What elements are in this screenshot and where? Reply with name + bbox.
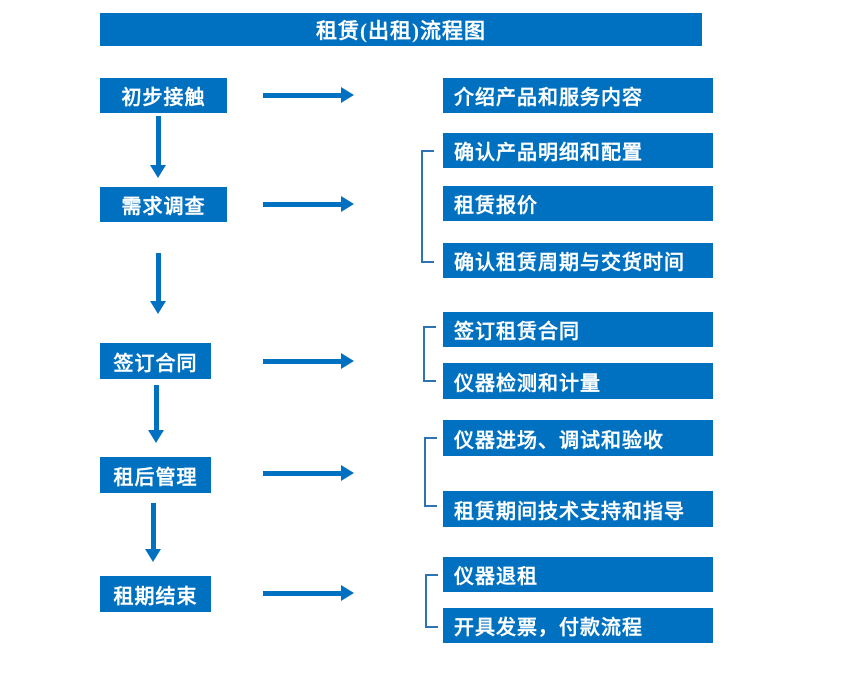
bracket-post-rental-group — [424, 437, 437, 507]
detail-instrument-testing-calibration: 仪器检测和计量 — [443, 363, 713, 399]
detail-confirm-rental-period-delivery: 确认租赁周期与交货时间 — [443, 243, 713, 278]
arrow-down-3-head — [148, 430, 164, 443]
arrow-right-5 — [263, 585, 354, 601]
arrow-right-4-head — [341, 465, 354, 481]
arrow-right-3 — [263, 353, 354, 369]
bracket-rental-end-group — [425, 574, 438, 628]
detail-invoice-payment-process: 开具发票，付款流程 — [443, 608, 713, 643]
detail-instrument-return: 仪器退租 — [443, 557, 713, 592]
detail-rental-tech-support-guidance: 租赁期间技术支持和指导 — [443, 491, 713, 527]
arrow-right-5-stem — [263, 590, 342, 596]
arrow-right-1-stem — [263, 92, 342, 98]
step-rental-period-end: 租期结束 — [100, 576, 211, 612]
arrow-right-1-head — [341, 87, 354, 103]
arrow-down-3-stem — [153, 385, 159, 431]
arrow-down-4-head — [145, 549, 161, 562]
arrow-right-1 — [263, 87, 354, 103]
arrow-down-2-head — [150, 301, 166, 314]
arrow-down-4 — [145, 503, 161, 562]
flowchart-title: 租赁(出租)流程图 — [100, 13, 702, 46]
arrow-right-5-head — [341, 585, 354, 601]
arrow-down-4-stem — [150, 503, 156, 550]
arrow-down-3 — [148, 385, 164, 443]
arrow-down-1 — [150, 116, 166, 178]
arrow-right-4-stem — [263, 470, 342, 476]
detail-introduce-products-services: 介绍产品和服务内容 — [443, 78, 713, 113]
arrow-down-2-stem — [155, 253, 161, 302]
arrow-right-4 — [263, 465, 354, 481]
step-initial-contact: 初步接触 — [100, 78, 227, 113]
detail-sign-rental-contract: 签订租赁合同 — [443, 312, 713, 347]
step-sign-contract: 签订合同 — [100, 343, 211, 379]
arrow-down-1-stem — [155, 116, 161, 166]
bracket-demand-survey-group — [421, 150, 434, 263]
arrow-right-2-stem — [263, 201, 342, 207]
arrow-right-3-head — [341, 353, 354, 369]
arrow-down-1-head — [150, 165, 166, 178]
arrow-down-2 — [150, 253, 166, 314]
arrow-right-3-stem — [263, 358, 342, 364]
detail-instrument-entry-commissioning-acceptance: 仪器进场、调试和验收 — [443, 420, 713, 456]
arrow-right-2-head — [341, 196, 354, 212]
detail-confirm-product-details-config: 确认产品明细和配置 — [443, 133, 713, 168]
step-demand-survey: 需求调查 — [100, 187, 227, 222]
arrow-right-2 — [263, 196, 354, 212]
detail-rental-quotation: 租赁报价 — [443, 186, 713, 221]
step-post-rental-management: 租后管理 — [100, 457, 211, 493]
bracket-sign-contract-group — [423, 326, 436, 382]
